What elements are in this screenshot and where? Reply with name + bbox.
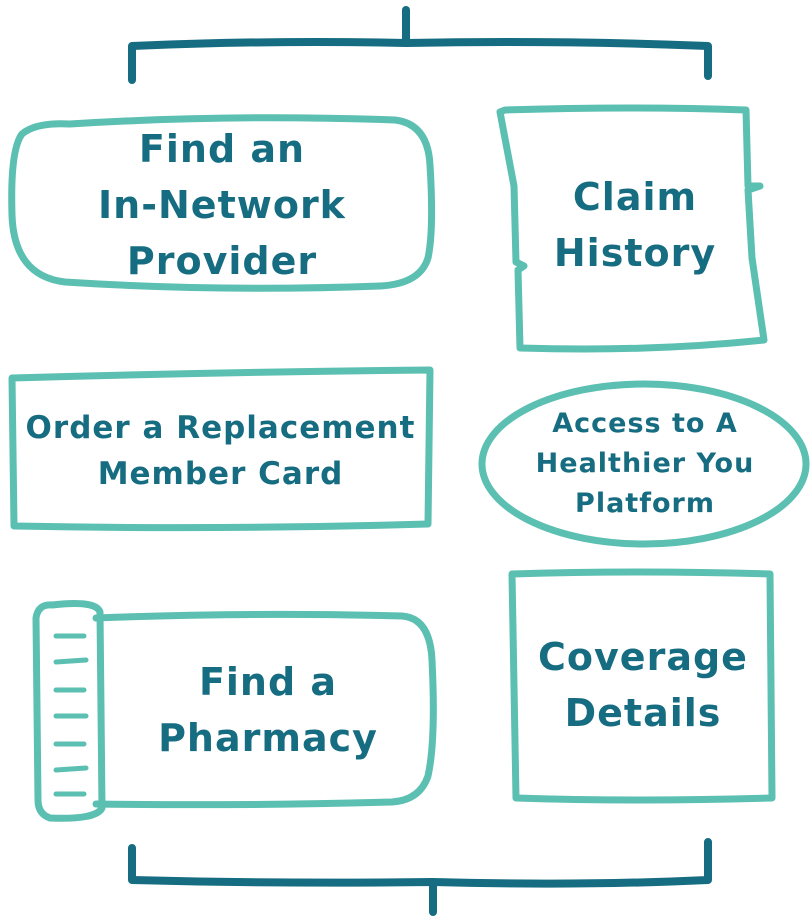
claims-label-line-1: Claim: [572, 175, 698, 219]
card-label-line-2: Member Card: [97, 456, 344, 492]
pharmacy-box[interactable]: [32, 600, 437, 822]
top-bracket: [128, 6, 712, 84]
pharmacy-bottle-body: [92, 610, 437, 809]
healthier-box[interactable]: [478, 380, 810, 548]
provider-label-line-2: In-Network Provider: [98, 183, 346, 283]
healthier-label-line-1: Access to A: [552, 408, 738, 439]
pharmacy-label: Find a Pharmacy: [110, 630, 426, 790]
bottom-bracket: [128, 838, 712, 916]
pharmacy-label-line-2: Pharmacy: [158, 716, 378, 760]
pharmacy-bottle-cap: [32, 600, 106, 822]
claims-label-line-2: History: [553, 231, 717, 275]
coverage-label-line-1: Coverage: [538, 635, 748, 679]
card-label: Order a Replacement Member Card: [18, 396, 423, 506]
claims-box[interactable]: [496, 104, 768, 353]
card-label-line-1: Order a Replacement: [25, 410, 416, 446]
provider-label: Find an In-Network Provider: [22, 127, 422, 283]
coverage-box[interactable]: [508, 568, 776, 804]
coverage-label: Coverage Details: [518, 610, 768, 760]
coverage-label-line-2: Details: [564, 691, 722, 735]
pharmacy-label-line-1: Find a: [198, 660, 338, 704]
pharmacy-cap-ridges: [53, 633, 89, 797]
card-box[interactable]: [8, 366, 434, 532]
provider-label-line-1: Find an: [138, 127, 306, 171]
healthier-label-line-2: Healthier You: [535, 448, 755, 479]
provider-box[interactable]: [8, 114, 436, 292]
claims-label: Claim History: [520, 150, 750, 300]
healthier-label-line-3: Platform: [575, 488, 715, 519]
healthier-label: Access to A Healthier You Platform: [500, 396, 790, 532]
